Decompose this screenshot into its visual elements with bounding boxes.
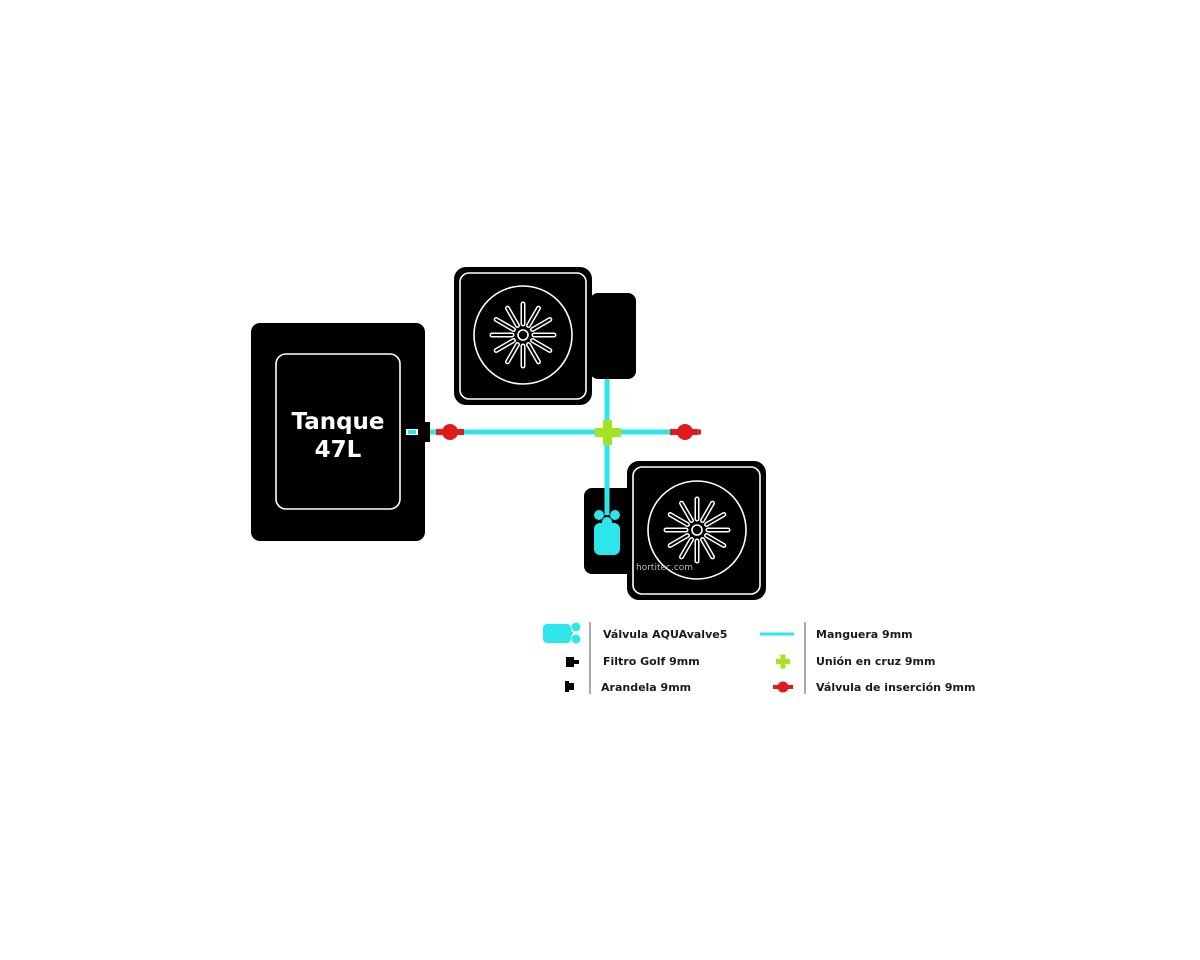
legend-label-aquavalve: Válvula AQUAvalve5 <box>603 628 727 641</box>
golf-filter-icon <box>404 426 420 438</box>
drain-slot-inner <box>495 339 515 352</box>
legend-label-hose: Manguera 9mm <box>816 628 913 641</box>
legend-label-washer: Arandela 9mm <box>601 681 691 694</box>
pot-top <box>454 267 636 405</box>
washer-icon <box>420 422 430 442</box>
drain-slot-inner <box>506 307 519 327</box>
legend-washer-icon <box>565 681 574 692</box>
legend-label-cross-union: Unión en cruz 9mm <box>816 655 935 668</box>
legend: Válvula AQUAvalve5 Filtro Golf 9mm Arand… <box>601 628 975 694</box>
drain-slot-inner <box>669 513 689 526</box>
pot-bottom <box>584 461 766 600</box>
drain-slot-inner <box>705 513 725 526</box>
drain-slot-inner <box>669 534 689 547</box>
legend-cross-union-icon <box>776 654 790 669</box>
drain-slot-inner <box>680 502 693 522</box>
watermark: hortitec.com <box>636 563 693 573</box>
drain-slot-inner <box>531 339 551 352</box>
legend-label-insertion-valve: Válvula de inserción 9mm <box>816 681 975 694</box>
drain-slot-inner <box>701 538 714 558</box>
tank-label-line1: Tanque <box>291 409 384 435</box>
drain-slot-inner <box>705 534 725 547</box>
legend-insertion-valve-icon <box>773 681 793 693</box>
tank-label-line2: 47L <box>315 437 362 463</box>
drain-slot-inner <box>527 307 540 327</box>
legend-label-golf-filter: Filtro Golf 9mm <box>603 655 700 668</box>
drain-slot-inner <box>527 343 540 363</box>
cross-union-icon <box>595 420 621 445</box>
drain-slot-inner <box>701 502 714 522</box>
legend-golf-filter-icon <box>566 657 579 667</box>
insertion-valve-left <box>436 424 464 440</box>
aquavalve-icon <box>594 510 620 555</box>
pot-bottom-drain-icon <box>647 480 747 580</box>
drain-slot-inner <box>531 318 551 331</box>
drain-slot-inner <box>506 343 519 363</box>
tank: Tanque 47L <box>251 323 425 541</box>
legend-aquavalve-icon <box>543 622 581 644</box>
drain-slot-inner <box>495 318 515 331</box>
drain-slot-inner <box>680 538 693 558</box>
pot-top-drain-icon <box>473 285 573 385</box>
insertion-valve-right <box>670 424 698 440</box>
